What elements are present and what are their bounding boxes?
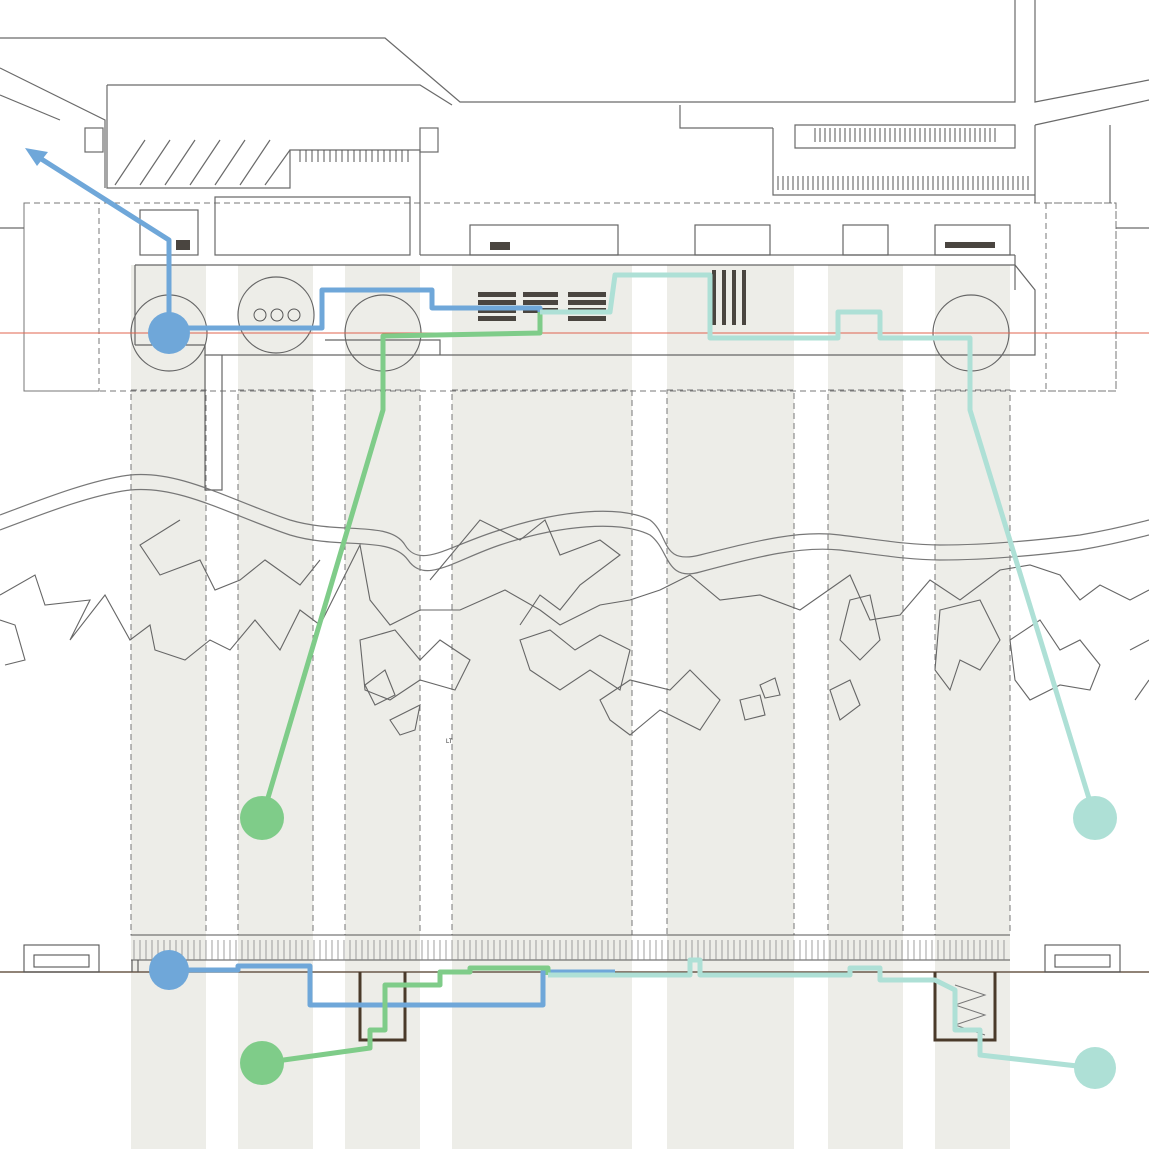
route-blue-start-plan [148,312,190,354]
parking-stripes [114,139,291,186]
route-green-end-section [240,1041,284,1085]
route-teal [540,272,1098,1071]
center-mark: LT [446,739,453,745]
tree-icons [253,308,301,322]
escalator-zigzag [953,984,987,1036]
band [238,265,313,1149]
platform-building [130,209,1036,491]
band [452,265,632,1149]
parking-hatch [299,128,1029,190]
shoreline-rocks [0,519,1149,736]
arrow-northwest-icon [25,148,48,166]
route-blue [33,152,615,1008]
route-blue-start-section [149,950,189,990]
band [828,265,903,1149]
route-teal-end-section [1074,1047,1116,1089]
band [667,265,794,1149]
route-green-end-plan [240,796,284,840]
top-roads [0,0,1149,256]
route-teal-end-plan [1073,796,1117,840]
band [131,265,206,1149]
site-bands [131,265,1010,1149]
river-contours [0,473,1149,575]
section-railing [133,940,1005,960]
route-green [259,312,551,1066]
